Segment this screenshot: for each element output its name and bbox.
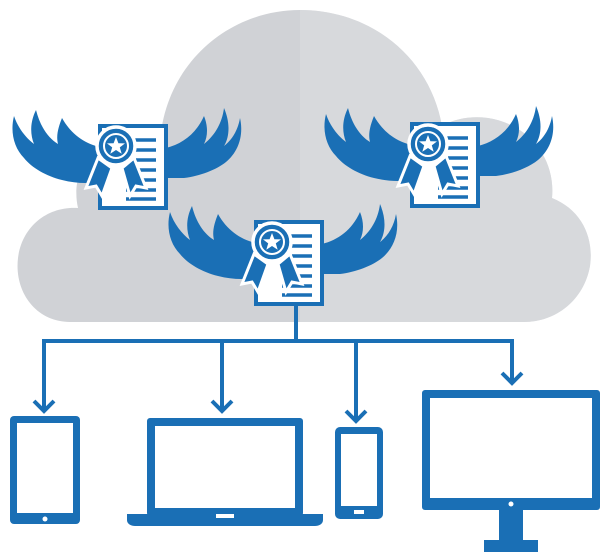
connector-tree-icon [42,304,514,420]
laptop-icon [127,418,323,526]
monitor-icon [422,390,600,552]
phone-icon [335,427,383,519]
tablet-icon [10,416,80,524]
